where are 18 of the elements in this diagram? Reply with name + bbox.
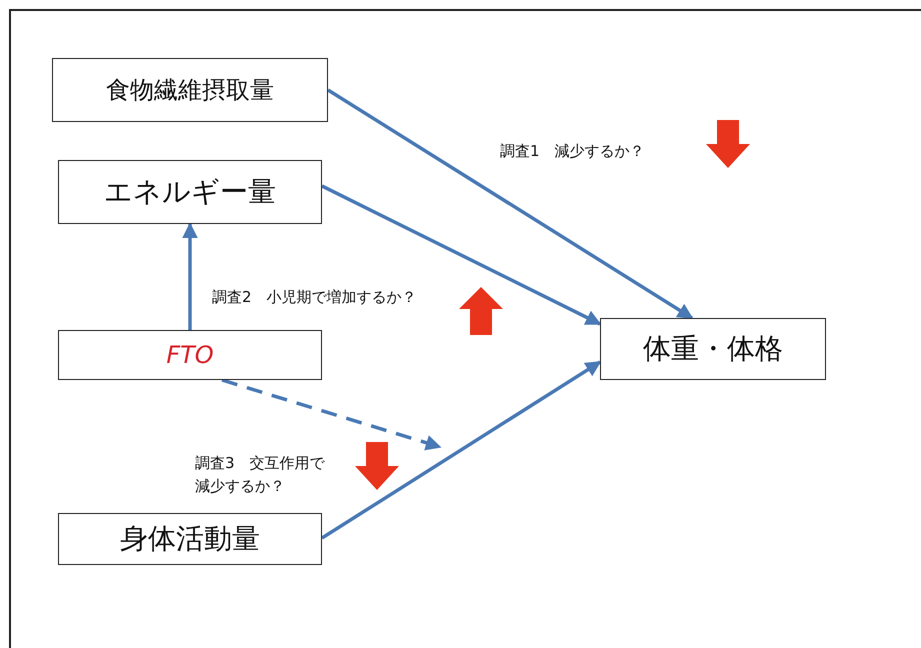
question-note: 調査3 交互作用で減少するか？ [195,453,326,497]
arrow [182,222,198,330]
node-label: FTO [166,341,214,369]
arrow [321,360,602,540]
node-label: 体重・体格 [643,331,783,367]
node-label: エネルギー量 [104,174,276,210]
node-label: 身体活動量 [120,521,260,557]
process-box [58,513,322,565]
arrow [327,88,694,320]
arrow [321,184,602,326]
process-box [52,58,328,122]
node-label: 食物繊維摂取量 [106,75,274,106]
process-box [58,330,322,380]
question-note: 調査2 小児期で増加するか？ [212,287,418,308]
arrow [221,378,442,450]
process-box [600,318,826,380]
question-note: 調査1 減少するか？ [500,141,646,162]
process-box [58,160,322,224]
